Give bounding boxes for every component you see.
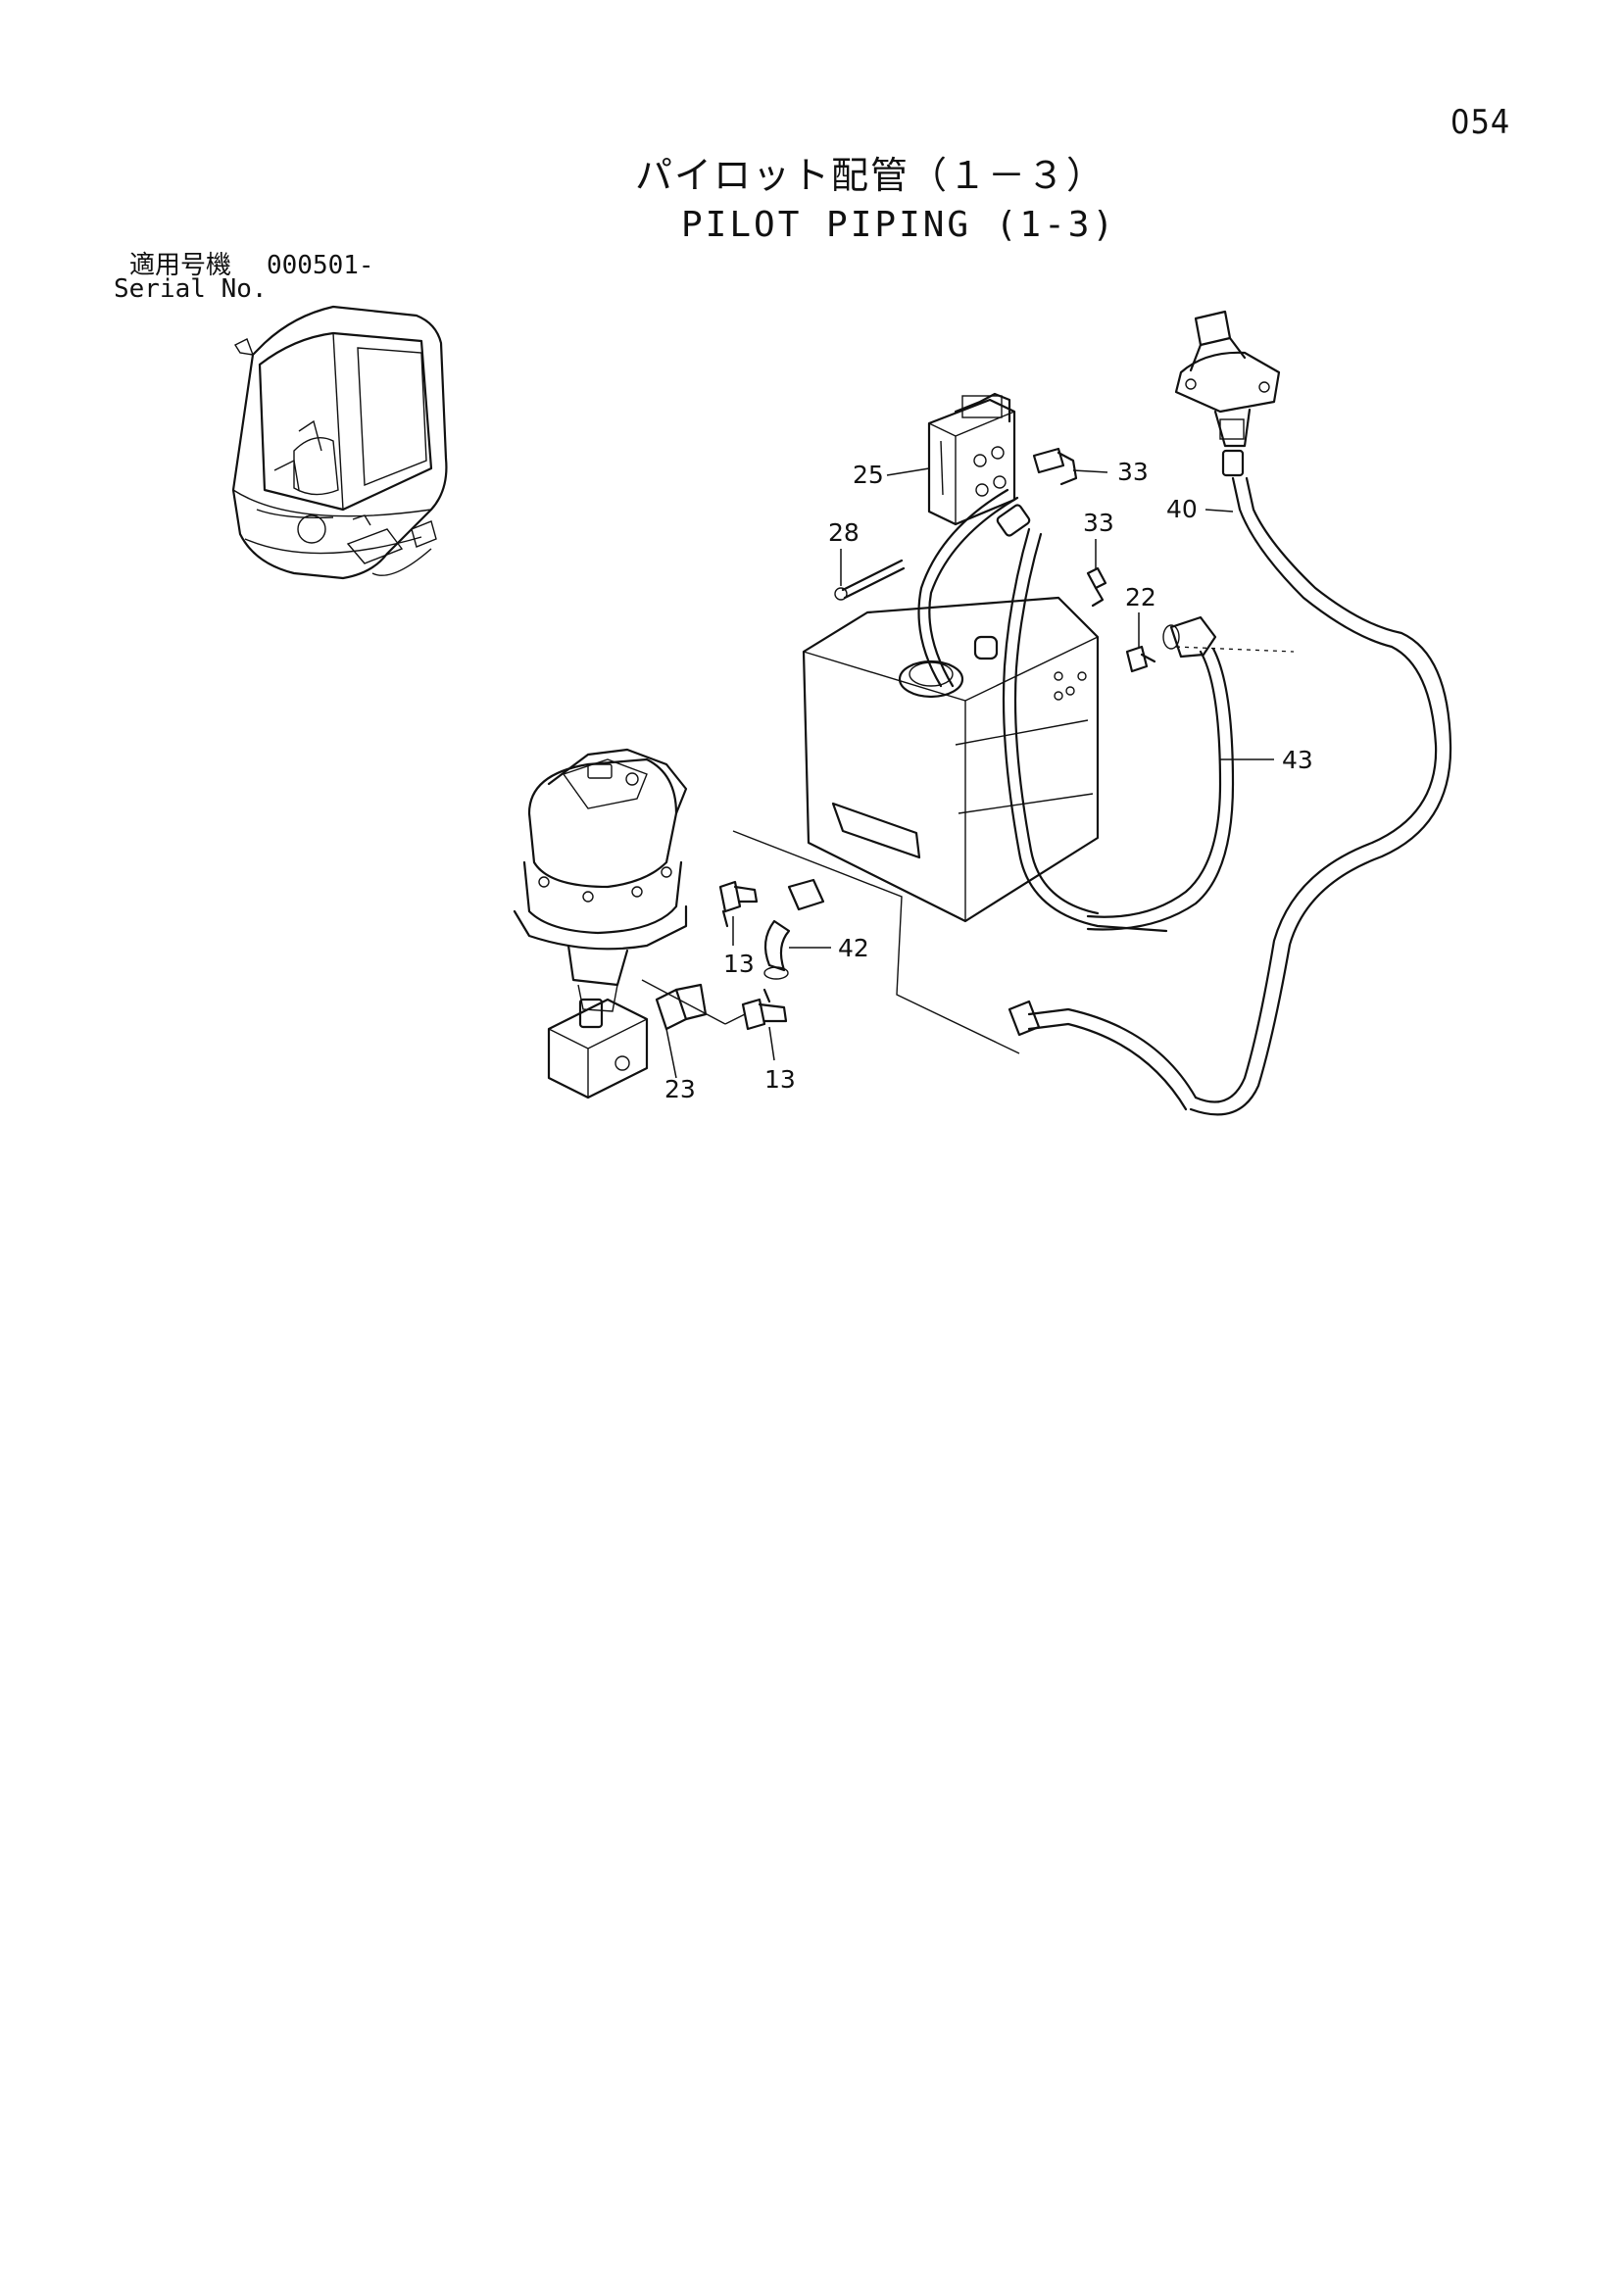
fitting-33a xyxy=(1032,447,1078,486)
serial-label: Serial No. xyxy=(114,274,268,304)
fitting-22 xyxy=(1125,645,1156,673)
serial-label-japanese: 適用号機 xyxy=(129,251,232,280)
callout-25: 25 xyxy=(853,461,884,489)
callout-23: 23 xyxy=(664,1075,696,1103)
fitting-13b xyxy=(741,988,788,1031)
callout-28: 28 xyxy=(828,518,860,547)
pilot-valve xyxy=(1174,310,1281,477)
callout-40: 40 xyxy=(1166,495,1198,523)
callout-13: 13 xyxy=(764,1065,796,1094)
hose-40 xyxy=(1194,476,1438,1103)
fitting-42 xyxy=(763,878,825,980)
callout-43: 43 xyxy=(1282,746,1313,774)
bolt-28 xyxy=(841,559,904,592)
valve-block xyxy=(927,392,1016,526)
page-title-japanese: パイロット配管（１－３） xyxy=(635,154,1106,197)
swing-motor xyxy=(513,748,688,1012)
page-title: PILOT PIPING (1-3) xyxy=(681,205,1117,245)
callout-33: 33 xyxy=(1117,458,1149,486)
motor-manifold xyxy=(547,998,649,1099)
callout-33: 33 xyxy=(1083,509,1114,537)
callout-22: 22 xyxy=(1125,583,1156,611)
hydraulic-tank xyxy=(802,596,1100,923)
fitting-33b xyxy=(1086,566,1107,608)
fitting-13a xyxy=(718,880,759,928)
page-number: 054 xyxy=(1450,103,1511,142)
excavator-thumbnail xyxy=(231,305,448,580)
serial-number-value: 000501- xyxy=(267,251,374,280)
callout-42: 42 xyxy=(838,934,869,962)
callout-13: 13 xyxy=(723,950,755,978)
